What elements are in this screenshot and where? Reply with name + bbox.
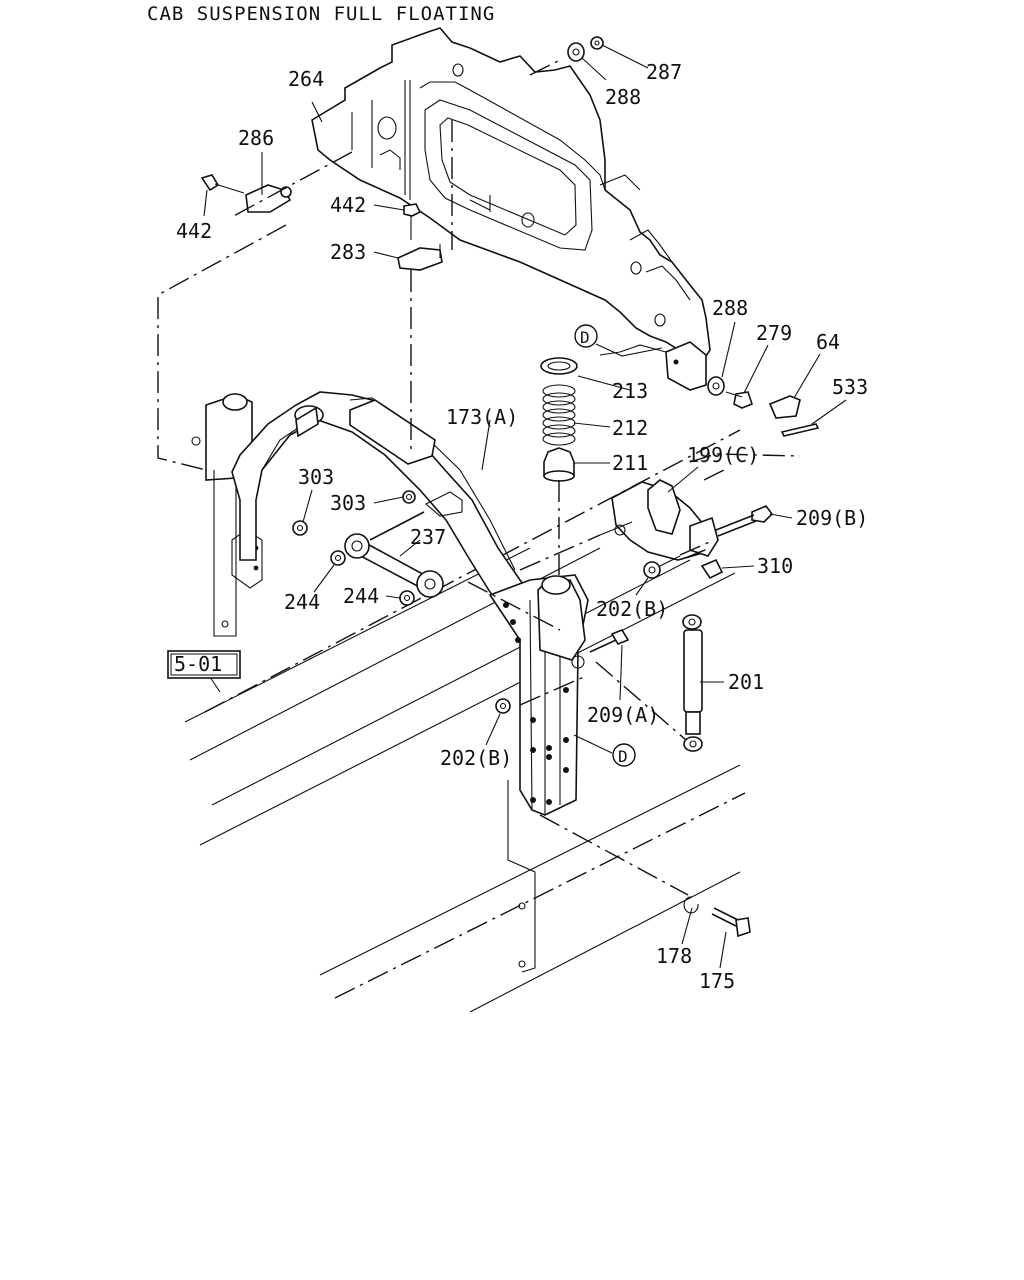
callout-310[interactable]: 310 bbox=[757, 554, 793, 578]
callout-244-left[interactable]: 244 bbox=[284, 590, 320, 614]
reference-box-5-01[interactable]: 5-01 bbox=[167, 650, 241, 679]
callout-175[interactable]: 175 bbox=[699, 969, 735, 993]
callout-303-lower[interactable]: 303 bbox=[330, 491, 366, 515]
callout-212[interactable]: 212 bbox=[612, 416, 648, 440]
callout-173a[interactable]: 173(A) bbox=[446, 405, 518, 429]
callout-202b-lower[interactable]: 202(B) bbox=[440, 746, 512, 770]
cross-member-173a bbox=[231, 391, 589, 973]
spring-assembly bbox=[540, 357, 578, 482]
callout-202b-upper[interactable]: 202(B) bbox=[596, 597, 668, 621]
circle-marker-d-upper: D bbox=[574, 324, 598, 348]
callout-288-right[interactable]: 288 bbox=[712, 296, 748, 320]
callout-244-right[interactable]: 244 bbox=[343, 584, 379, 608]
callout-442-left[interactable]: 442 bbox=[176, 219, 212, 243]
callout-211[interactable]: 211 bbox=[612, 451, 648, 475]
callout-209b[interactable]: 209(B) bbox=[796, 506, 868, 530]
part-callouts: 264 286 442 442 283 287 288 288 279 64 5… bbox=[176, 60, 868, 993]
fasteners bbox=[200, 36, 820, 938]
callout-286[interactable]: 286 bbox=[238, 126, 274, 150]
reference-box-label: 5-01 bbox=[174, 652, 222, 676]
callout-533[interactable]: 533 bbox=[832, 375, 868, 399]
callout-279[interactable]: 279 bbox=[756, 321, 792, 345]
callout-199c[interactable]: 199(C) bbox=[687, 443, 759, 467]
callout-237[interactable]: 237 bbox=[410, 525, 446, 549]
shock-absorber-201 bbox=[682, 614, 703, 752]
callout-209a[interactable]: 209(A) bbox=[587, 703, 659, 727]
callout-64[interactable]: 64 bbox=[816, 330, 840, 354]
cab-floor-member bbox=[311, 27, 711, 391]
diagram-title: CAB SUSPENSION FULL FLOATING bbox=[147, 3, 496, 25]
callout-201[interactable]: 201 bbox=[728, 670, 764, 694]
circle-marker-d-lower: D bbox=[612, 743, 636, 767]
callout-288-top[interactable]: 288 bbox=[605, 85, 641, 109]
lateral-rod-237 bbox=[344, 491, 463, 598]
leader-lines bbox=[203, 44, 847, 969]
circle-marker-d-upper-label: D bbox=[580, 328, 590, 347]
callout-178[interactable]: 178 bbox=[656, 944, 692, 968]
callout-287[interactable]: 287 bbox=[646, 60, 682, 84]
callout-213[interactable]: 213 bbox=[612, 379, 648, 403]
callout-442-center[interactable]: 442 bbox=[330, 193, 366, 217]
assembly-lines bbox=[157, 59, 801, 896]
callout-264[interactable]: 264 bbox=[288, 67, 324, 91]
callout-303-upper[interactable]: 303 bbox=[298, 465, 334, 489]
coil-spring-212 bbox=[542, 384, 576, 446]
callout-283[interactable]: 283 bbox=[330, 240, 366, 264]
circle-marker-d-lower-label: D bbox=[618, 747, 628, 766]
upper-bracket-199c bbox=[599, 479, 719, 561]
